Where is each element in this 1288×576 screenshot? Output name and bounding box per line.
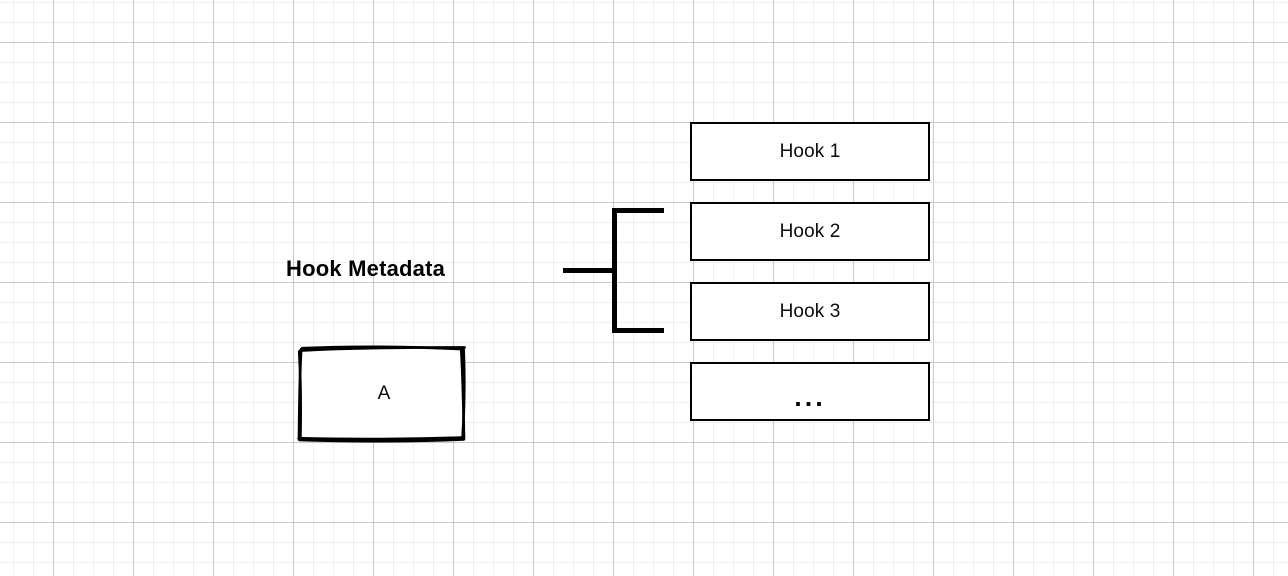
hook-box-label: Hook 1 bbox=[779, 141, 841, 162]
hook-box-label: Hook 3 bbox=[779, 301, 841, 322]
hook-box[interactable]: Hook 1 bbox=[690, 122, 930, 181]
sketch-node-a[interactable]: A bbox=[286, 336, 482, 452]
sketch-node-outline bbox=[297, 345, 466, 443]
hook-box-label: Hook 2 bbox=[779, 221, 841, 242]
hook-box[interactable]: Hook 2 bbox=[690, 202, 930, 261]
bracket-connector bbox=[556, 198, 676, 343]
hook-metadata-label: Hook Metadata bbox=[286, 256, 446, 281]
hook-box-label: ... bbox=[794, 382, 826, 412]
hook-box[interactable]: Hook 3 bbox=[690, 282, 930, 341]
hook-box[interactable]: ... bbox=[690, 362, 930, 421]
